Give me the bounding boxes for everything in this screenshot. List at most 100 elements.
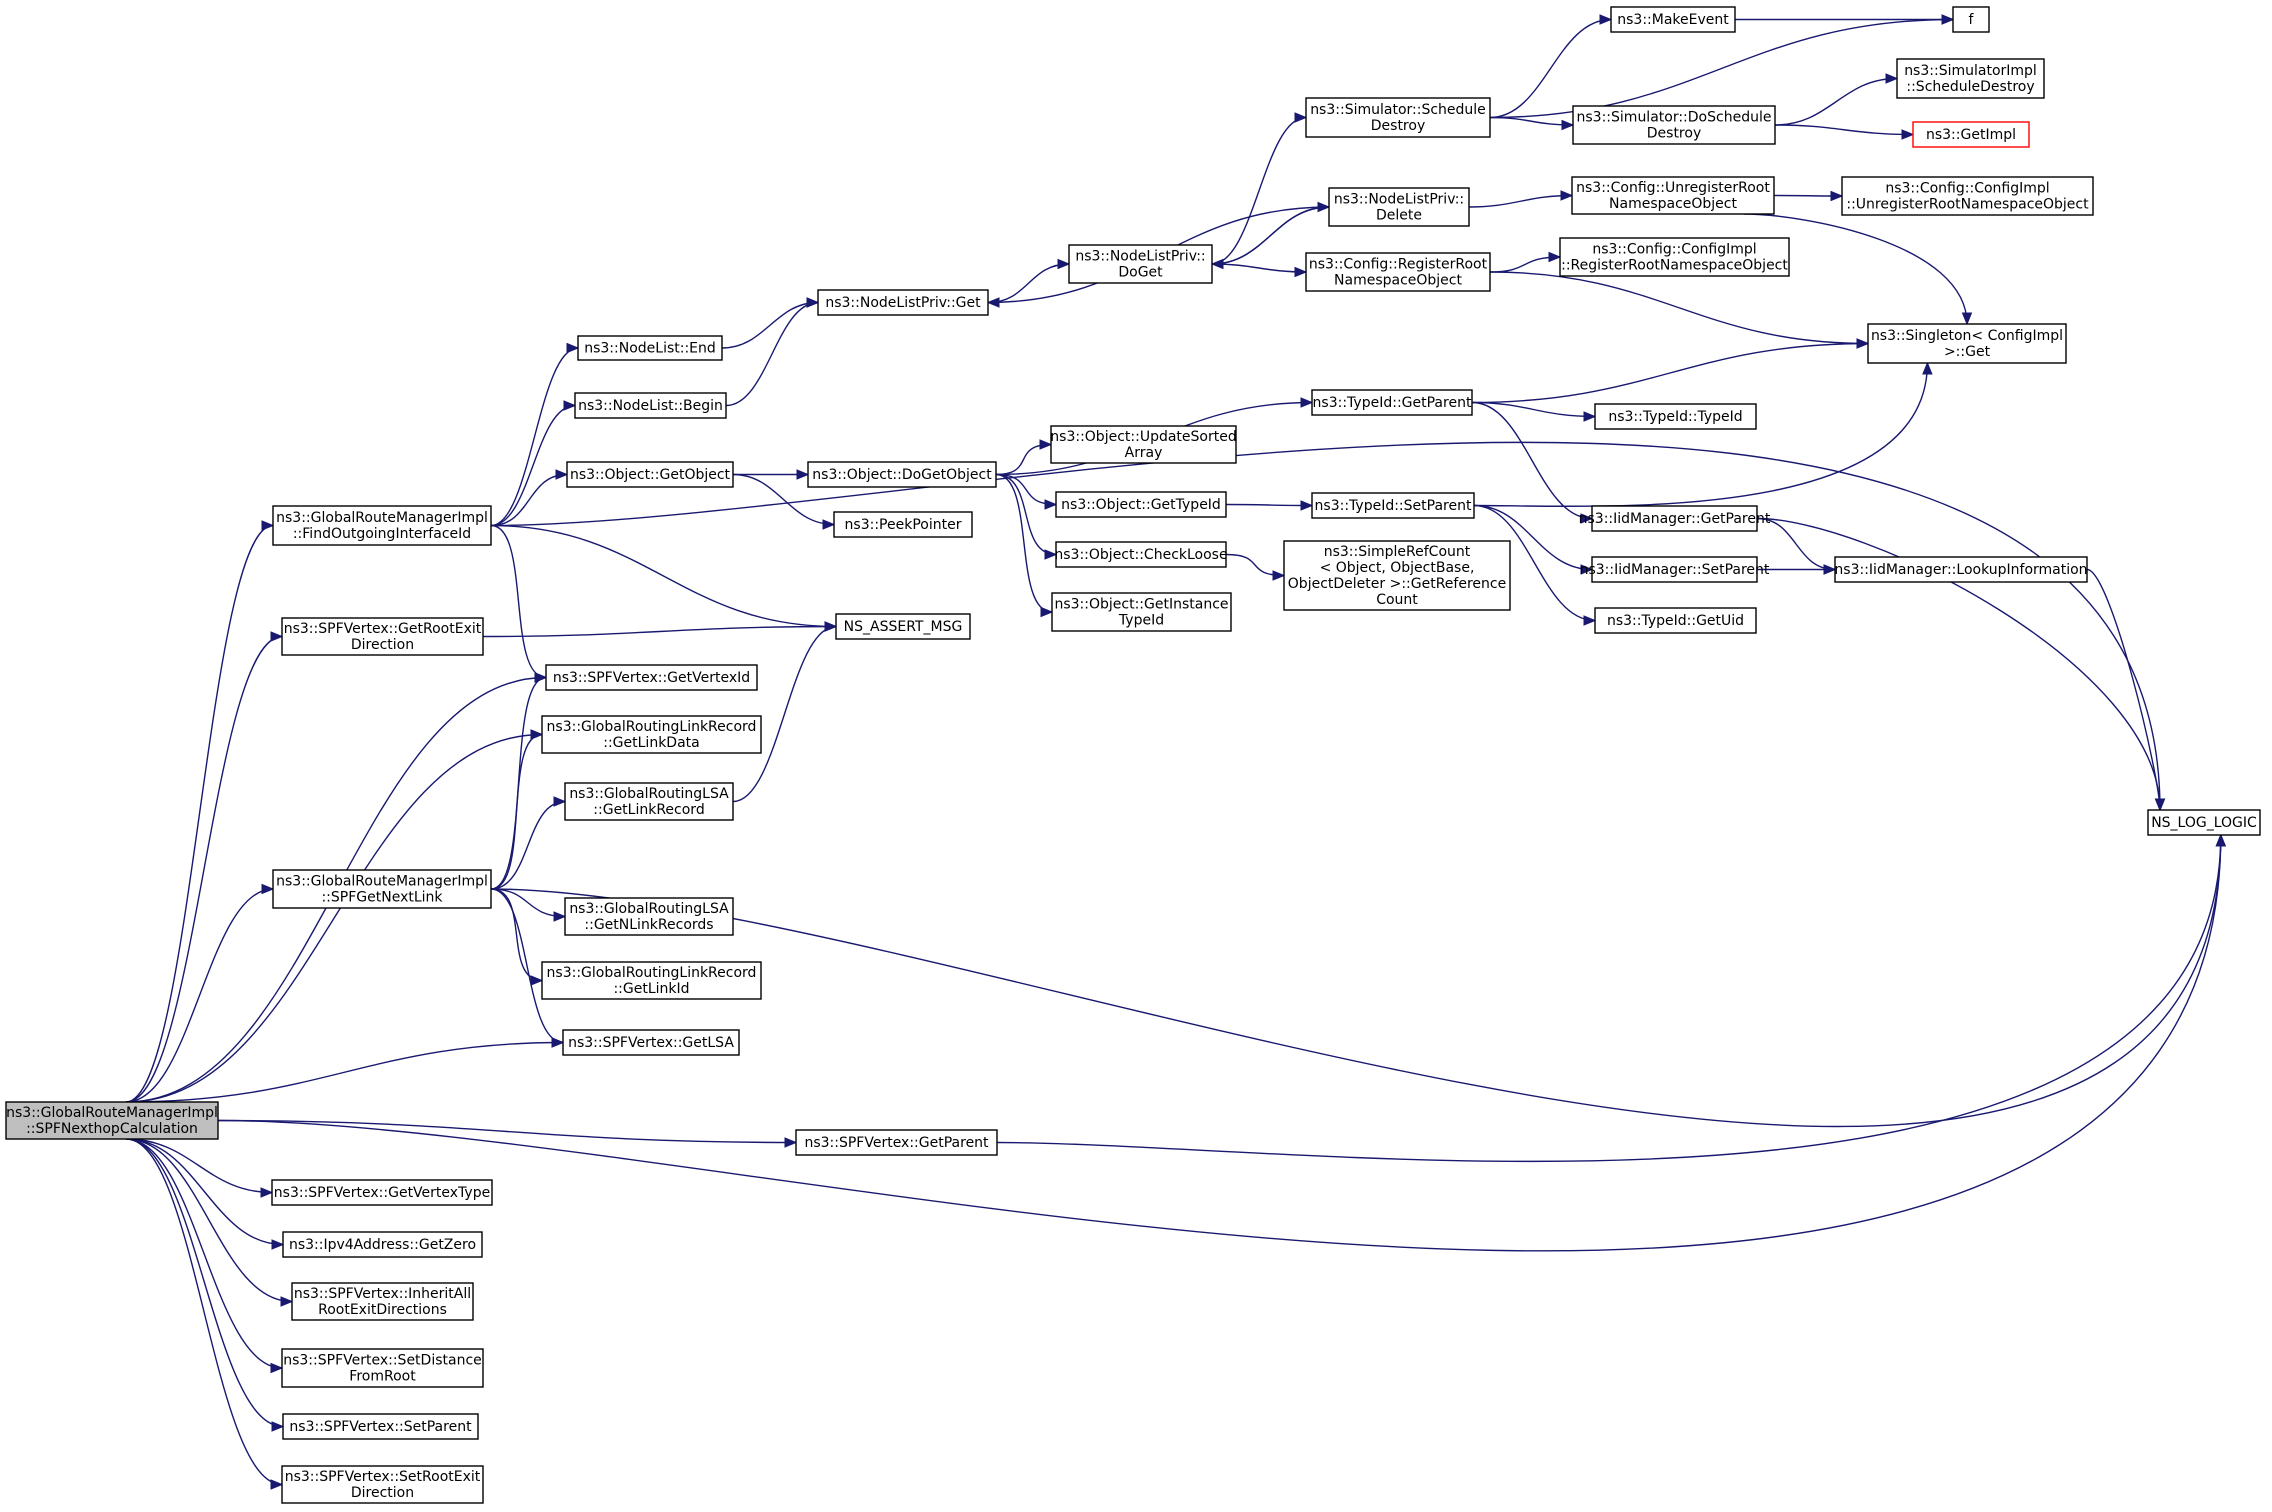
node-typeidgetuid[interactable]: ns3::TypeId::GetUid xyxy=(1594,607,1757,634)
node-getlsa[interactable]: ns3::SPFVertex::GetLSA xyxy=(562,1029,740,1056)
node-getvertexid[interactable]: ns3::SPFVertex::GetVertexId xyxy=(545,664,758,691)
edge-arrowhead xyxy=(1039,439,1053,450)
node-box xyxy=(1591,556,1758,583)
edge-nodelistprivdoget-to-simschedule xyxy=(1211,112,1308,265)
node-typeidgetparent[interactable]: ns3::TypeId::GetParent xyxy=(1311,389,1473,416)
node-configunregister[interactable]: ns3::Config::UnregisterRootNamespaceObje… xyxy=(1571,176,1775,215)
node-box xyxy=(1594,403,1757,430)
edge-line xyxy=(125,1041,564,1103)
node-getobject[interactable]: ns3::Object::GetObject xyxy=(566,461,734,488)
node-label-line: ::UnregisterRootNamespaceObject xyxy=(1846,197,2089,213)
edge-typeidgetparent-to-typeidtypeid xyxy=(1471,401,1597,422)
node-nodelistprivdelete[interactable]: ns3::NodeListPriv::Delete xyxy=(1328,187,1470,227)
node-getlinkrecord[interactable]: ns3::GlobalRoutingLSA::GetLinkRecord xyxy=(564,782,734,821)
edge-nodelistend-to-nodelistprivget xyxy=(721,297,820,349)
node-nsassert[interactable]: NS_ASSERT_MSG xyxy=(835,613,971,640)
node-typeidsetparent[interactable]: ns3::TypeId::SetParent xyxy=(1311,492,1475,519)
edge-dogetobject-to-updatesorted xyxy=(995,439,1053,476)
node-iidgetparent[interactable]: ns3::IidManager::GetParent xyxy=(1579,505,1771,532)
edge-line xyxy=(125,1138,273,1194)
node-label-line: ::GetLinkData xyxy=(603,735,699,751)
edge-line xyxy=(721,301,819,349)
node-getvertextype[interactable]: ns3::SPFVertex::GetVertexType xyxy=(271,1179,493,1206)
edge-arrowhead xyxy=(555,469,569,480)
edge-line xyxy=(1489,18,1954,119)
node-spfsetparent[interactable]: ns3::SPFVertex::SetParent xyxy=(282,1413,479,1440)
node-nodelistbegin[interactable]: ns3::NodeList::Begin xyxy=(574,392,727,419)
node-singleton[interactable]: ns3::Singleton< ConfigImpl>::Get xyxy=(1867,323,2067,364)
edge-spfnexthop-to-getlsa xyxy=(125,1037,565,1103)
edge-line xyxy=(482,625,837,638)
node-configimplunregister[interactable]: ns3::Config::ConfigImpl::UnregisterRootN… xyxy=(1841,176,2094,216)
node-checkloose[interactable]: ns3::Object::CheckLoose xyxy=(1054,541,1228,568)
edge-arrowhead xyxy=(1040,606,1054,618)
node-simplerefcount[interactable]: ns3::SimpleRefCount< Object, ObjectBase,… xyxy=(1283,540,1511,611)
node-box xyxy=(562,1029,740,1056)
node-label-line: ns3::GlobalRoutingLSA xyxy=(569,901,729,917)
node-nodelistprivdoget[interactable]: ns3::NodeListPriv::DoGet xyxy=(1068,244,1213,284)
edge-arrowhead xyxy=(1941,14,1955,25)
node-box xyxy=(1305,252,1491,292)
node-label-line: Delete xyxy=(1376,208,1422,224)
node-nodelistend[interactable]: ns3::NodeList::End xyxy=(577,335,723,361)
node-label-line: ns3::SPFVertex::SetRootExit xyxy=(285,1469,481,1485)
edge-arrowhead xyxy=(566,342,580,354)
node-dogetobject[interactable]: ns3::Object::DoGetObject xyxy=(807,461,997,488)
node-box xyxy=(1311,492,1475,519)
node-getnlinkrecords[interactable]: ns3::GlobalRoutingLSA::GetNLinkRecords xyxy=(564,897,734,936)
edge-arrowhead xyxy=(784,1137,798,1148)
edge-configregister-to-configimplregister xyxy=(1489,251,1562,273)
node-lookupinfo[interactable]: ns3::IidManager::LookupInformation xyxy=(1834,556,2088,583)
node-simimplschedule[interactable]: ns3::SimulatorImpl::ScheduleDestroy xyxy=(1896,58,2045,99)
node-spfnexthop[interactable]: ns3::GlobalRouteManagerImpl::SPFNexthopC… xyxy=(5,1101,219,1140)
node-configregister[interactable]: ns3::Config::RegisterRootNamespaceObject xyxy=(1305,252,1491,292)
node-typeidtypeid[interactable]: ns3::TypeId::TypeId xyxy=(1594,403,1757,430)
node-iidsetparent[interactable]: ns3::IidManager::SetParent xyxy=(1580,556,1770,583)
edge-line xyxy=(1774,77,1898,126)
node-makeevent[interactable]: ns3::MakeEvent xyxy=(1610,6,1736,33)
node-label-line: ns3::GlobalRouteManagerImpl xyxy=(276,510,488,526)
node-box xyxy=(1050,425,1237,464)
edge-simschedule-to-makeevent xyxy=(1489,14,1613,119)
node-box xyxy=(577,335,723,361)
node-box xyxy=(1559,237,1790,277)
node-getimpl[interactable]: ns3::GetImpl xyxy=(1912,121,2030,148)
node-box xyxy=(272,505,492,546)
node-label-line: ::RegisterRootNamespaceObject xyxy=(1561,258,1788,274)
edge-typeidsetparent-to-typeidgetuid xyxy=(1473,504,1597,626)
node-f[interactable]: f xyxy=(1952,6,1990,33)
edge-getlinkrecord-to-nsassert xyxy=(732,621,838,803)
node-ipv4zero[interactable]: ns3::Ipv4Address::GetZero xyxy=(282,1231,483,1258)
node-spfgetparent[interactable]: ns3::SPFVertex::GetParent xyxy=(795,1129,998,1156)
edge-line xyxy=(987,263,1070,304)
node-nodelistprivget[interactable]: ns3::NodeListPriv::Get xyxy=(817,289,989,316)
edge-arrowhead xyxy=(1561,119,1575,131)
edge-getrootexit-to-nsassert xyxy=(482,621,838,638)
node-peekpointer[interactable]: ns3::PeekPointer xyxy=(833,511,973,538)
node-gettypeid[interactable]: ns3::Object::GetTypeId xyxy=(1055,491,1227,518)
node-inheritall[interactable]: ns3::SPFVertex::InheritAllRootExitDirect… xyxy=(291,1282,474,1321)
node-label-line: >::Get xyxy=(1944,344,1991,360)
node-label-line: ns3::IidManager::LookupInformation xyxy=(1834,562,2087,578)
node-spfgetnextlink[interactable]: ns3::GlobalRouteManagerImpl::SPFGetNextL… xyxy=(272,869,492,909)
edge-line xyxy=(125,1138,283,1369)
node-box xyxy=(282,1413,479,1440)
node-label-line: ns3::TypeId::GetParent xyxy=(1313,395,1472,411)
node-getlinkid[interactable]: ns3::GlobalRoutingLinkRecord::GetLinkId xyxy=(541,961,762,1000)
node-configimplregister[interactable]: ns3::Config::ConfigImpl::RegisterRootNam… xyxy=(1559,237,1790,277)
node-getlinkdata[interactable]: ns3::GlobalRoutingLinkRecord::GetLinkDat… xyxy=(541,715,762,754)
node-label-line: Destroy xyxy=(1371,118,1425,134)
edge-line xyxy=(490,800,566,890)
edge-line xyxy=(125,888,274,1103)
edge-arrowhead xyxy=(1901,129,1915,140)
node-nslog[interactable]: NS_LOG_LOGIC xyxy=(2147,809,2261,836)
edge-arrowhead xyxy=(1210,258,1224,270)
node-findoutgoing[interactable]: ns3::GlobalRouteManagerImpl::FindOutgoin… xyxy=(272,505,492,546)
node-simschedule[interactable]: ns3::Simulator::ScheduleDestroy xyxy=(1305,97,1491,138)
